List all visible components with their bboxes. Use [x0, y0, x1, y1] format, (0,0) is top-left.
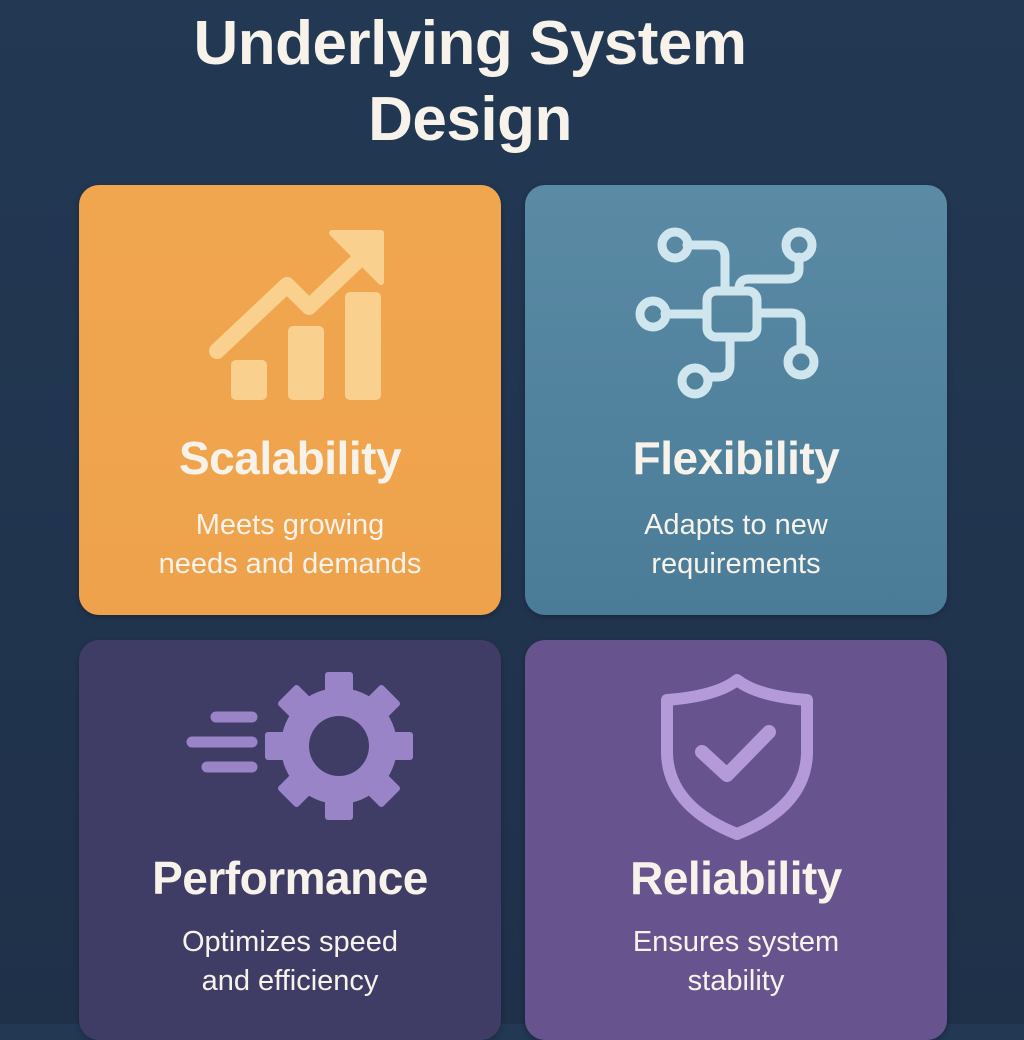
card-description-line1: Meets growing	[195, 509, 385, 541]
card-reliability: Reliability Ensures system stability	[525, 640, 947, 1040]
card-title: Flexibility	[632, 432, 840, 484]
card-title: Scalability	[178, 432, 402, 484]
page-title-line1: Underlying System	[193, 9, 747, 78]
card-scalability: Scalability Meets growing needs and dema…	[79, 185, 501, 615]
card-description-line2: needs and demands	[158, 548, 422, 580]
card-performance: Performance Optimizes speed and efficien…	[79, 640, 501, 1040]
card-description-line1: Adapts to new	[644, 509, 828, 541]
network-nodes-icon	[635, 227, 819, 399]
shield-check-icon	[661, 674, 813, 840]
card-description-line2: requirements	[651, 548, 821, 580]
card-description-line1: Optimizes speed	[182, 926, 398, 958]
card-title: Reliability	[630, 852, 842, 904]
page-title: Underlying System Design	[0, 6, 940, 158]
card-description-line2: stability	[687, 965, 785, 997]
growth-chart-icon	[209, 230, 384, 400]
page-title-line2: Design	[368, 85, 572, 154]
card-flexibility: Flexibility Adapts to new requirements	[525, 185, 947, 615]
card-title: Performance	[152, 852, 428, 904]
card-description-line2: and efficiency	[201, 965, 379, 997]
fast-gear-icon	[186, 672, 413, 820]
card-description-line1: Ensures system	[632, 926, 840, 958]
